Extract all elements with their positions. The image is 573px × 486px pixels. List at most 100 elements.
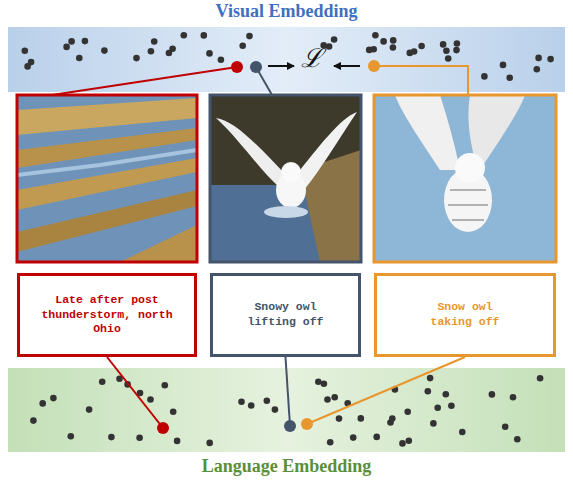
- pull-arrow: [334, 65, 360, 67]
- embedding-dot: [147, 396, 154, 403]
- embedding-dot: [264, 398, 271, 405]
- embedding-dot: [445, 55, 452, 62]
- embedding-dot: [373, 434, 380, 441]
- embedding-dot: [99, 379, 106, 386]
- embedding-dot: [443, 391, 450, 398]
- embedding-dot: [430, 420, 437, 427]
- embedding-dot: [489, 391, 496, 398]
- visual-embedding-band: Visual Embeddingℒ: [8, 27, 565, 92]
- embedding-dot: [50, 395, 57, 402]
- embedding-dot: [170, 408, 177, 415]
- connector-line: [286, 357, 291, 426]
- embedding-dot: [206, 440, 213, 447]
- embedding-dot: [358, 415, 365, 422]
- embedding-dot: [206, 50, 213, 57]
- visual-band: [8, 27, 565, 92]
- embedding-dot: [169, 45, 176, 52]
- embedding-point: [368, 60, 380, 72]
- embedding-dot: [324, 396, 331, 403]
- embedding-dot: [24, 63, 31, 70]
- caption-text: Snowy owl lifting off: [240, 300, 332, 330]
- embedding-dot: [174, 438, 181, 445]
- owl-photo: [374, 95, 556, 262]
- embedding-dot: [448, 402, 455, 409]
- embedding-dot: [63, 44, 70, 51]
- embedding-dot: [248, 402, 255, 409]
- embedding-dot: [390, 44, 397, 51]
- embedding-dot: [350, 434, 357, 441]
- embedding-dot: [547, 56, 554, 63]
- embedding-dot: [181, 32, 188, 39]
- caption-box: Snowy owl lifting off: [210, 273, 361, 357]
- embedding-dot: [407, 50, 414, 57]
- leader-line: [52, 67, 237, 95]
- embedding-dot: [151, 38, 158, 45]
- embedding-dot: [453, 47, 460, 54]
- embedding-dot: [331, 36, 338, 43]
- language-embedding-band: Language Embedding: [8, 368, 565, 452]
- embedding-dot: [82, 38, 89, 45]
- embedding-dot: [218, 56, 225, 63]
- embedding-dot: [427, 375, 434, 382]
- embedding-point: [250, 61, 262, 73]
- embedding-dot: [440, 41, 447, 48]
- embedding-dot: [534, 66, 541, 73]
- embedding-dot: [434, 405, 441, 412]
- embedding-dot: [201, 32, 208, 39]
- embedding-dot: [399, 440, 406, 447]
- embedding-dot: [370, 46, 377, 53]
- embedding-dot: [390, 37, 397, 44]
- field-photo: [17, 95, 197, 262]
- embedding-dot: [336, 415, 343, 422]
- embedding-dot: [136, 435, 143, 442]
- embedding-dot: [30, 417, 37, 424]
- embedding-dot: [162, 382, 169, 389]
- embedding-dot: [459, 429, 466, 436]
- embedding-dot: [454, 40, 461, 47]
- connector-line: [107, 357, 163, 428]
- embedding-dot: [108, 434, 115, 441]
- embedding-dot: [418, 43, 425, 50]
- embedding-dot: [514, 436, 521, 443]
- caption-text: Snow owl taking off: [419, 300, 511, 330]
- photo-frame: [17, 95, 197, 262]
- caption-box: Late after post thunderstorm, north Ohio: [17, 273, 197, 357]
- embedding-dot: [321, 381, 328, 388]
- embedding-dot: [481, 73, 488, 80]
- embedding-dot: [506, 74, 513, 81]
- photo-frame: [210, 95, 361, 262]
- embedding-dot: [315, 379, 322, 386]
- embedding-dot: [500, 62, 507, 69]
- embedding-dot: [537, 375, 544, 382]
- embedding-dot: [535, 55, 542, 62]
- leader-line: [374, 66, 468, 95]
- embedding-dot: [389, 415, 396, 422]
- embedding-point: [284, 420, 296, 432]
- owl-photo: [210, 95, 361, 262]
- embedding-dot: [148, 48, 155, 55]
- connector-line: [307, 357, 465, 424]
- embedding-dot: [380, 38, 387, 45]
- embedding-dot: [406, 437, 413, 444]
- embedding-dot: [246, 33, 253, 40]
- embedding-dot: [39, 400, 46, 407]
- embedding-dot: [510, 394, 517, 401]
- caption-text: Late after post thunderstorm, north Ohio: [40, 293, 175, 338]
- embedding-dot: [101, 47, 108, 54]
- embedding-dot: [133, 55, 140, 62]
- band-title: Language Embedding: [8, 456, 565, 477]
- embedding-dot: [239, 42, 246, 49]
- embedding-dot: [425, 388, 432, 395]
- embedding-dot: [238, 398, 245, 405]
- embedding-dot: [443, 47, 450, 54]
- embedding-dot: [372, 32, 379, 39]
- embedding-dot: [272, 406, 279, 413]
- embedding-dot: [68, 433, 75, 440]
- embedding-dot: [76, 55, 83, 62]
- embedding-point: [157, 422, 169, 434]
- embedding-dot: [331, 394, 338, 401]
- embedding-dot: [68, 38, 75, 45]
- photo-frame: [374, 95, 556, 262]
- embedding-dot: [22, 48, 29, 55]
